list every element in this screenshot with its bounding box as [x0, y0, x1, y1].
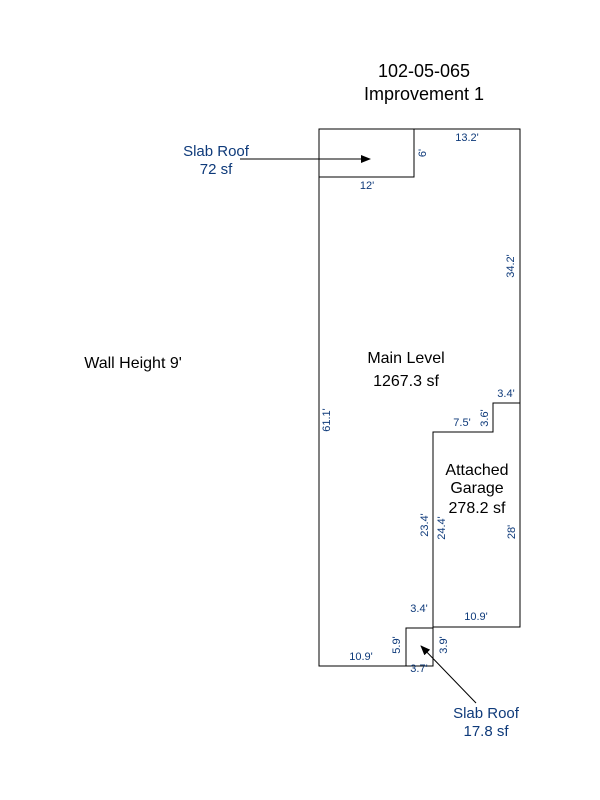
slab-roof-bottom-area: 17.8 sf: [463, 723, 509, 740]
dim-bottom-left: 10.9': [349, 651, 373, 663]
dim-step-top: 3.4': [497, 388, 514, 400]
slab-roof-top-name: Slab Roof: [183, 143, 250, 160]
dim-top-right: 13.2': [455, 132, 479, 144]
dim-left-side: 61.1': [321, 408, 333, 432]
dim-garage-bottom: 10.9': [464, 611, 488, 623]
slab-roof-bottom-arrow: [420, 645, 477, 704]
dim-notch-right: 3.9': [438, 636, 450, 653]
garage-outline: [432, 403, 521, 628]
main-level-area: 1267.3 sf: [373, 373, 439, 390]
parcel-number: 102-05-065: [378, 61, 470, 81]
dim-notch-bottom: 3.7': [410, 663, 427, 675]
garage-name-line1: Attached: [445, 462, 508, 479]
slab-roof-bottom-outline: [406, 627, 434, 667]
dim-garage-left-inner: 24.4': [436, 516, 448, 540]
improvement-title: Improvement 1: [364, 84, 484, 104]
main-level-name: Main Level: [367, 350, 444, 367]
wall-height-label: Wall Height 9': [84, 355, 182, 372]
slab-roof-top-outline: [318, 128, 415, 178]
dim-notch-left: 5.9': [391, 636, 403, 653]
dim-step-side: 3.6': [479, 409, 491, 426]
dim-slab-side: 6': [417, 149, 429, 157]
dim-garage-top: 7.5': [453, 417, 470, 429]
garage-area: 278.2 sf: [449, 500, 506, 517]
slab-roof-bottom-name: Slab Roof: [453, 705, 520, 722]
main-level-outline: [318, 128, 521, 667]
slab-roof-top-area: 72 sf: [200, 161, 233, 178]
dim-right-side: 34.2': [505, 254, 517, 278]
garage-name-line2: Garage: [450, 480, 503, 497]
dim-notch-top: 3.4': [410, 603, 427, 615]
dim-garage-left-outer: 23.4': [419, 513, 431, 537]
dim-slab-bottom: 12': [360, 180, 374, 192]
dim-garage-right: 28': [506, 525, 518, 539]
